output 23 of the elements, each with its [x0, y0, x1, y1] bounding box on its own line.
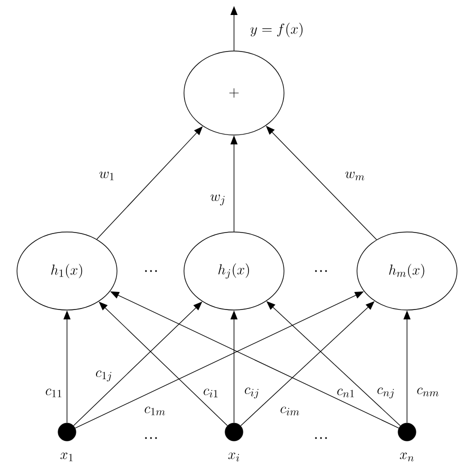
ellipsis: …	[315, 270, 327, 272]
ellipsis: …	[145, 270, 157, 272]
ellipsis: …	[315, 437, 327, 439]
input-dot	[224, 422, 244, 442]
edge-label: $w_j$	[210, 194, 225, 206]
edge-label: $c_{n1}$	[337, 388, 354, 398]
input-dot	[58, 422, 76, 442]
edge-label: $c_{1j}$	[96, 370, 112, 382]
ellipsis: …	[145, 437, 157, 439]
edge-label: $c_{im}$	[280, 406, 300, 416]
edge-label: $w_1$	[99, 172, 114, 180]
input-dot	[398, 422, 416, 442]
edge-label: $c_{nj}$	[377, 388, 394, 398]
edge-label: $w_m$	[345, 172, 364, 180]
edge-label: $y = f(x)$	[250, 22, 302, 38]
edge-label: $c_{ij}$	[244, 388, 258, 398]
edge-label: $c_{nm}$	[417, 388, 439, 396]
input-label: $x_i$	[228, 452, 240, 462]
edge-label: $c_{i1}$	[204, 388, 218, 398]
edge-label: $c_{1m}$	[144, 406, 165, 416]
input-label: $x_1$	[60, 452, 73, 462]
edge-label: $c_{11}$	[46, 388, 62, 398]
input-label: $x_n$	[400, 452, 414, 462]
